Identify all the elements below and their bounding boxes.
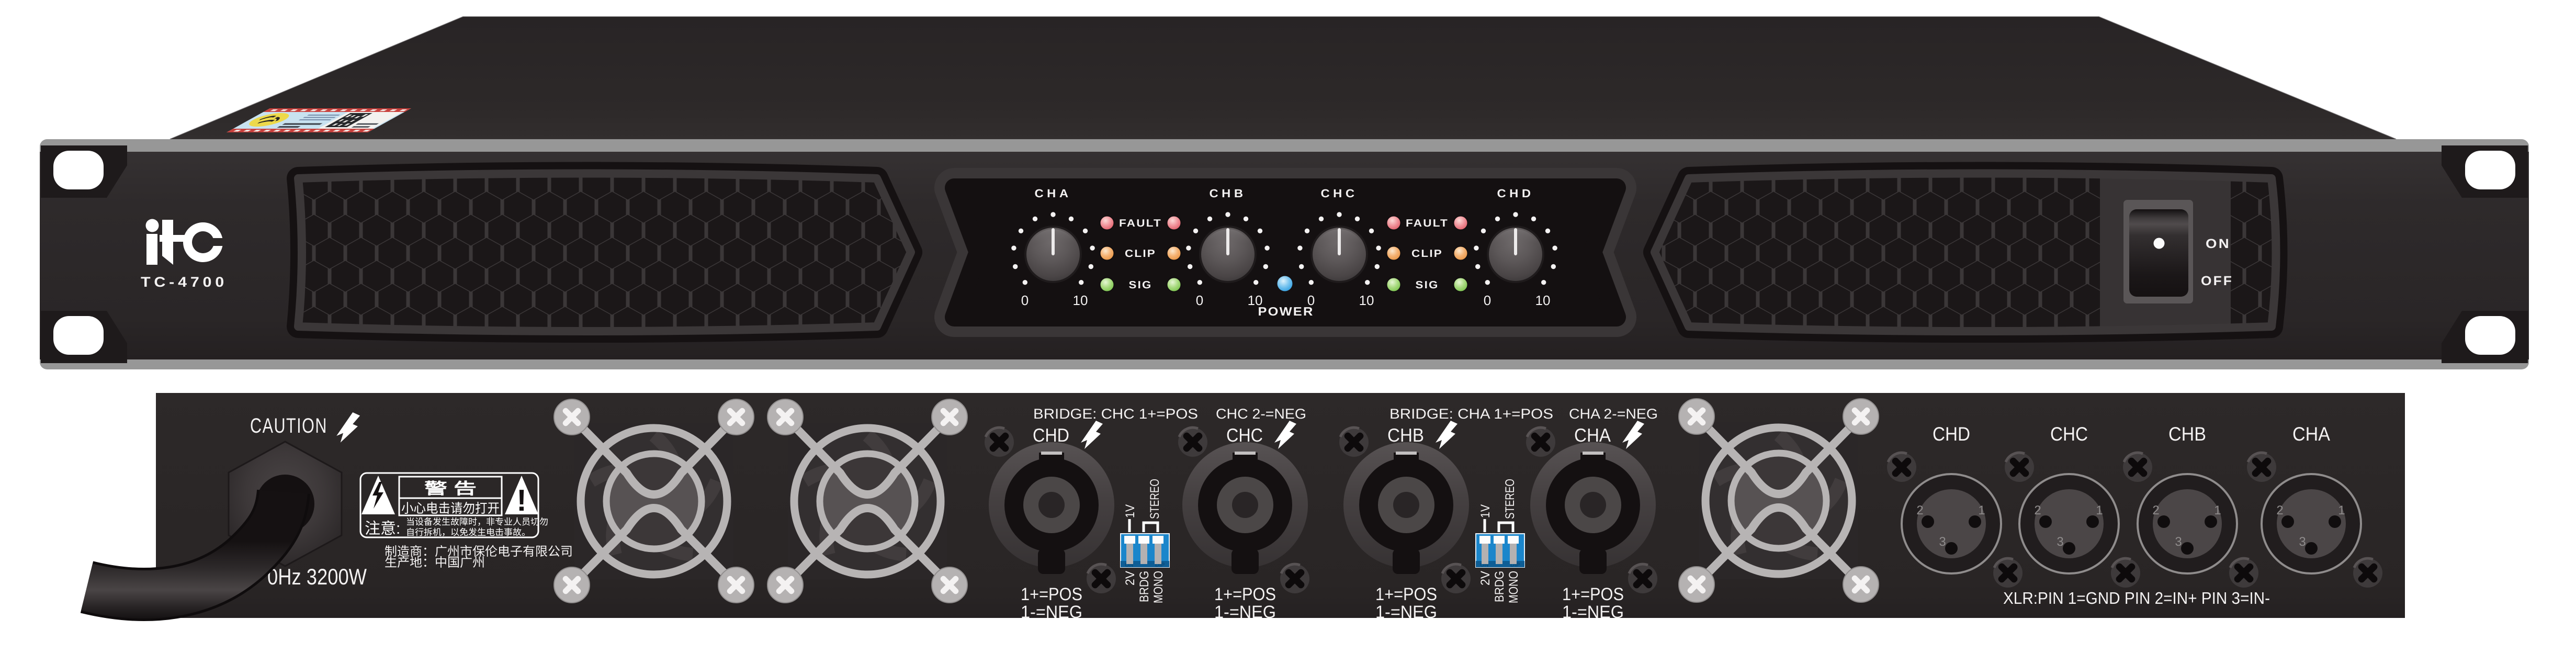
svg-text:BRIDGE: CHA 1+=POS: BRIDGE: CHA 1+=POS <box>1389 406 1553 422</box>
svg-text:STEREO: STEREO <box>1148 479 1162 519</box>
svg-text:SIG: SIG <box>1416 279 1439 291</box>
svg-text:1+=POS: 1+=POS <box>1562 584 1624 604</box>
svg-text:10: 10 <box>1359 292 1374 308</box>
svg-text:CHD: CHD <box>1933 423 1970 445</box>
svg-text:2V: 2V <box>1478 571 1493 586</box>
svg-text:1+=POS: 1+=POS <box>1214 584 1276 604</box>
svg-text:ON: ON <box>2206 237 2231 251</box>
svg-text:CHA: CHA <box>1574 424 1611 446</box>
svg-text:CHC: CHC <box>2050 423 2088 445</box>
svg-text:BRIDGE: CHC 1+=POS: BRIDGE: CHC 1+=POS <box>1033 406 1198 422</box>
svg-text:CHB: CHB <box>1387 424 1424 446</box>
svg-text:!: ! <box>516 483 526 517</box>
svg-text:POWER: POWER <box>1258 305 1314 318</box>
svg-text:TC-4700: TC-4700 <box>141 274 228 290</box>
svg-text:CHC: CHC <box>1226 424 1263 446</box>
svg-text:注意:: 注意: <box>365 520 400 537</box>
svg-text:10: 10 <box>1073 292 1088 308</box>
svg-text:MONO: MONO <box>1507 571 1521 603</box>
svg-text:CAUTION: CAUTION <box>250 414 327 437</box>
svg-text:1+=POS: 1+=POS <box>1375 584 1437 604</box>
svg-text:CHD: CHD <box>1033 424 1069 446</box>
svg-text:1-=NEG: 1-=NEG <box>1562 602 1624 622</box>
svg-text:当设备发生故障时，非专业人员切勿: 当设备发生故障时，非专业人员切勿 <box>406 517 548 527</box>
svg-text:CHA 2-=NEG: CHA 2-=NEG <box>1569 406 1658 422</box>
svg-text:0Hz 3200W: 0Hz 3200W <box>267 565 367 590</box>
svg-text:10: 10 <box>1535 292 1551 308</box>
svg-text:小心电击请勿打开: 小心电击请勿打开 <box>401 501 500 516</box>
svg-text:生产地：中国广州: 生产地：中国广州 <box>385 556 485 570</box>
svg-text:BRDG: BRDG <box>1137 571 1151 602</box>
svg-text:CHD: CHD <box>1497 187 1534 200</box>
svg-text:XLR:PIN 1=GND PIN 2=IN+ PIN 3=: XLR:PIN 1=GND PIN 2=IN+ PIN 3=IN- <box>2003 589 2270 607</box>
svg-text:警 告: 警 告 <box>424 480 477 498</box>
svg-text:MONO: MONO <box>1151 571 1166 603</box>
svg-text:OFF: OFF <box>2201 274 2233 288</box>
svg-text:1-=NEG: 1-=NEG <box>1375 602 1437 622</box>
svg-text:CHB: CHB <box>1210 187 1247 200</box>
svg-text:CHC: CHC <box>1321 187 1358 200</box>
svg-text:0: 0 <box>1484 292 1491 308</box>
svg-text:0: 0 <box>1196 292 1203 308</box>
svg-text:0: 0 <box>1307 292 1315 308</box>
svg-text:CHB: CHB <box>2168 423 2206 445</box>
svg-text:1-=NEG: 1-=NEG <box>1021 602 1082 622</box>
svg-text:CHC 2-=NEG: CHC 2-=NEG <box>1216 406 1306 422</box>
svg-text:1V: 1V <box>1478 504 1493 518</box>
svg-text:CHA: CHA <box>2292 423 2330 445</box>
svg-text:FAULT: FAULT <box>1119 218 1162 229</box>
svg-text:SIG: SIG <box>1129 279 1153 291</box>
svg-text:STEREO: STEREO <box>1503 479 1517 519</box>
svg-text:CLIP: CLIP <box>1411 248 1443 260</box>
svg-text:1-=NEG: 1-=NEG <box>1214 602 1276 622</box>
svg-text:0: 0 <box>1021 292 1029 308</box>
svg-text:CLIP: CLIP <box>1125 248 1156 260</box>
svg-text:1+=POS: 1+=POS <box>1021 584 1082 604</box>
svg-text:CHA: CHA <box>1035 187 1072 200</box>
svg-text:FAULT: FAULT <box>1406 218 1449 229</box>
svg-text:2V: 2V <box>1123 571 1137 586</box>
svg-text:10: 10 <box>1248 292 1263 308</box>
svg-text:制造商：广州市保伦电子有限公司: 制造商：广州市保伦电子有限公司 <box>385 545 573 559</box>
svg-text:BRDG: BRDG <box>1493 571 1507 602</box>
svg-text:自行拆机，以免发生电击事故。: 自行拆机，以免发生电击事故。 <box>406 527 530 537</box>
svg-text:1V: 1V <box>1123 504 1137 518</box>
